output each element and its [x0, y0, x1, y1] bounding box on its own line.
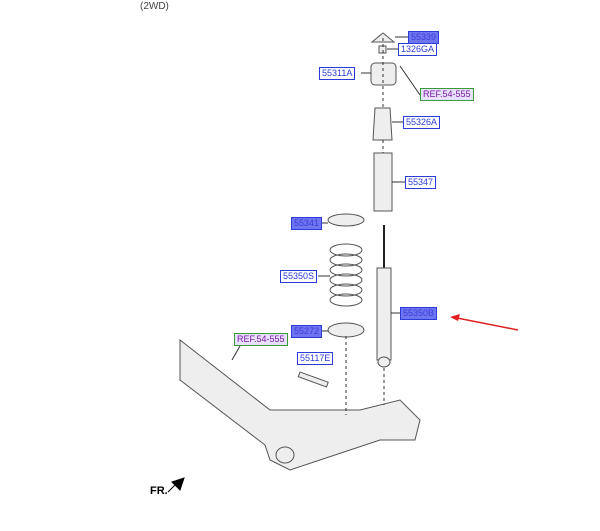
label-55350s[interactable]: 55350S — [280, 270, 318, 283]
ref-link-2[interactable]: REF.54-555 — [234, 333, 288, 346]
lower-spring-pad — [327, 322, 365, 338]
front-direction-label: FR. — [150, 485, 168, 497]
label-55272[interactable]: 55272 — [291, 325, 323, 338]
label-55350b[interactable]: 55350B — [400, 307, 438, 320]
rear-axle — [179, 338, 421, 471]
label-55117e[interactable]: 55117E — [297, 352, 334, 365]
label-55347[interactable]: 55347 — [405, 176, 437, 189]
dust-cover — [373, 152, 393, 212]
label-55311a[interactable]: 55311A — [319, 67, 356, 80]
variant-note: (2WD) — [140, 1, 169, 12]
front-arrow-icon — [167, 477, 185, 493]
bump-stopper — [372, 107, 393, 141]
label-55341[interactable]: 55341 — [291, 217, 323, 230]
callout-arrow — [451, 316, 519, 331]
coil-spring — [329, 243, 363, 307]
upper-spring-pad — [327, 213, 365, 227]
bolt — [297, 371, 329, 388]
label-55326a[interactable]: 55326A — [403, 116, 441, 129]
ref-link-1[interactable]: REF.54-555 — [420, 88, 474, 101]
shock-absorber — [376, 267, 392, 361]
mount-cap — [370, 32, 396, 43]
label-1326ga[interactable]: 1326GA — [398, 43, 438, 56]
